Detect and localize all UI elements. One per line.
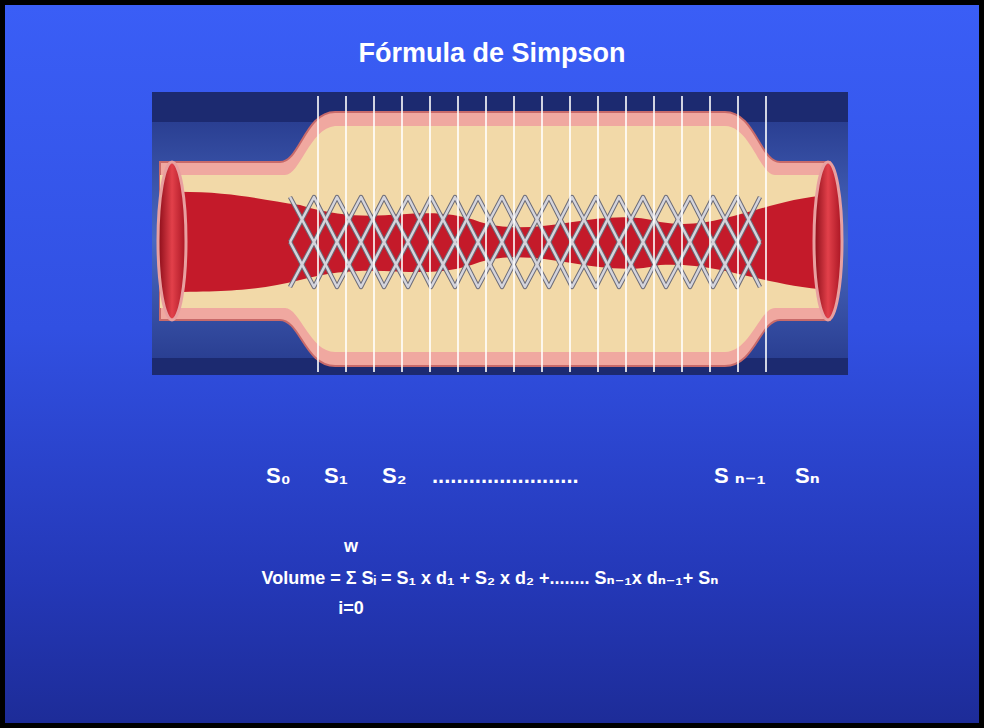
section-label: S ₙ₋₁: [714, 463, 766, 488]
label-wrap: S ₙ₋₁: [714, 463, 766, 488]
label-wrap: w: [344, 536, 358, 557]
section-lines: [318, 96, 766, 372]
artery-end-left: [158, 162, 186, 320]
volume-formula: Volume = Σ Sᵢ = S₁ x d₁ + S₂ x d₂ +.....…: [261, 568, 718, 589]
image-background: [152, 92, 848, 375]
sum-lower-limit: i=0: [338, 598, 364, 619]
stent-illustration: [5, 5, 979, 723]
image-band: [152, 122, 848, 358]
lumen: [160, 192, 830, 292]
label-wrap: i=0: [338, 598, 364, 619]
stent-mesh: [290, 197, 760, 287]
slide-background: Fórmula de SimpsonS₀ S₁ S₂................…: [5, 5, 979, 723]
section-label: S₂: [382, 463, 406, 488]
plaque: [160, 126, 830, 352]
section-label: Sₙ: [795, 463, 820, 488]
title-wrap: Fórmula de Simpson: [5, 38, 979, 69]
artery-end-right: [814, 162, 842, 320]
label-wrap: ........................: [432, 463, 579, 488]
ellipsis: ........................: [432, 463, 579, 488]
label-wrap: S₀: [266, 463, 291, 488]
section-label: S₀: [266, 463, 291, 488]
stent-shadow: [290, 197, 760, 287]
label-wrap: S₁: [324, 463, 348, 488]
section-label: S₁: [324, 463, 348, 488]
label-wrap: S₂: [382, 463, 406, 488]
label-wrap: Sₙ: [795, 463, 820, 488]
sum-upper-limit: w: [344, 536, 358, 557]
artery-wall: [160, 112, 830, 366]
slide-title: Fórmula de Simpson: [358, 38, 625, 69]
label-wrap: Volume = Σ Sᵢ = S₁ x d₁ + S₂ x d₂ +.....…: [261, 568, 718, 589]
